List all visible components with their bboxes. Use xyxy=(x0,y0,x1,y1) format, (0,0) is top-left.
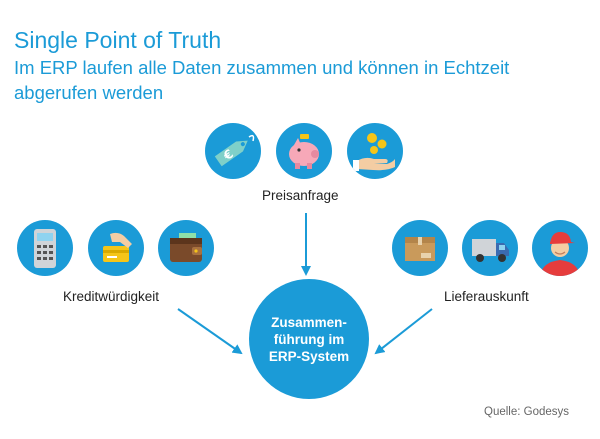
label-preisanfrage: Preisanfrage xyxy=(262,188,339,203)
page-title: Single Point of Truth xyxy=(14,27,222,53)
delivery-person-icon xyxy=(532,220,588,276)
package-box-icon xyxy=(392,220,448,276)
price-tag-euro-icon: € xyxy=(205,123,261,179)
source-credit: Quelle: Godesys xyxy=(484,406,570,418)
arrow-from-lieferauskunft xyxy=(374,308,433,355)
page-subtitle: Im ERP laufen alle Daten zusammen und kö… xyxy=(14,57,510,103)
hand-coins-icon xyxy=(347,123,403,179)
label-kreditwuerdigkeit: Kreditwürdigkeit xyxy=(63,289,160,304)
wallet-icon xyxy=(158,220,214,276)
erp-center-label: Zusammen- führung im ERP-System xyxy=(268,314,350,364)
erp-center-node: Zusammen- führung im ERP-System xyxy=(249,279,369,399)
arrow-from-kreditwuerdigkeit xyxy=(177,308,243,355)
label-lieferauskunft: Lieferauskunft xyxy=(444,289,529,304)
hand-card-icon xyxy=(88,220,144,276)
piggy-bank-icon xyxy=(276,123,332,179)
delivery-truck-icon xyxy=(462,220,518,276)
card-terminal-icon xyxy=(17,220,73,276)
